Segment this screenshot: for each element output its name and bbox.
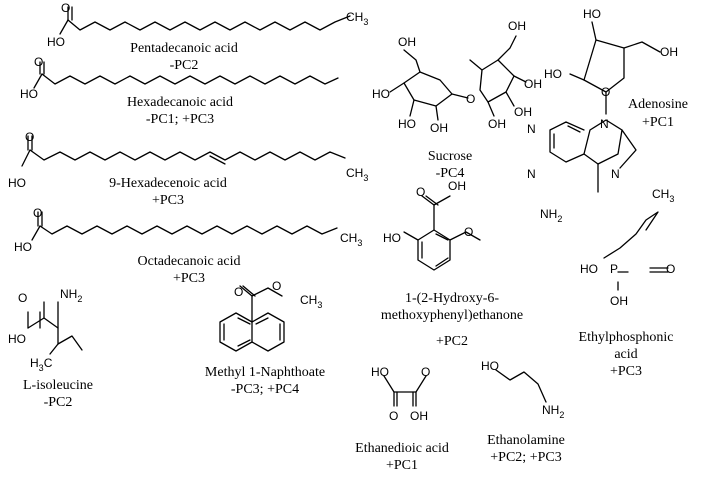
atom-n: N bbox=[527, 122, 536, 136]
atom-oh: OH bbox=[524, 77, 542, 91]
atom-h3c: H3C bbox=[30, 356, 53, 373]
ethylphosphonic-acid-name-line2: acid bbox=[614, 347, 637, 362]
ethanone-pc: +PC2 bbox=[436, 334, 468, 349]
methyl-naphthoate-pc: -PC3; +PC4 bbox=[231, 382, 299, 397]
atom-ho: HO bbox=[580, 262, 598, 276]
atom-ho: HO bbox=[371, 365, 389, 379]
ethanone-name-line2: methoxyphenyl)ethanone bbox=[381, 308, 523, 323]
atom-o: O bbox=[666, 262, 675, 276]
octadecanoic-acid-pc: +PC3 bbox=[173, 271, 205, 286]
ethanedioic-acid-name: Ethanedioic acid bbox=[355, 441, 449, 456]
atom-n: N bbox=[527, 167, 536, 181]
atom-o: O bbox=[416, 185, 425, 199]
atom-ho: HO bbox=[372, 87, 390, 101]
atom-oh: OH bbox=[610, 294, 628, 308]
atom-ho: HO bbox=[47, 35, 65, 49]
atom-ho: HO bbox=[383, 231, 401, 245]
ethanolamine-structure: HO NH2 bbox=[481, 359, 564, 420]
sucrose-pc: -PC4 bbox=[436, 166, 465, 181]
atom-o: O bbox=[25, 130, 34, 144]
atom-ho: HO bbox=[583, 7, 601, 21]
adenosine-structure: HO OH HO O N N N N NH2 bbox=[527, 7, 678, 224]
atom-oh: OH bbox=[410, 409, 428, 423]
atom-n: N bbox=[611, 167, 620, 181]
pentadecanoic-acid-pc: -PC2 bbox=[170, 58, 199, 73]
atom-oh: OH bbox=[660, 45, 678, 59]
atom-oh: OH bbox=[398, 35, 416, 49]
adenosine-name: Adenosine bbox=[628, 97, 688, 112]
atom-ho: HO bbox=[481, 359, 499, 373]
hexadecanoic-acid-name: Hexadecanoic acid bbox=[127, 95, 233, 110]
atom-o: O bbox=[34, 55, 43, 69]
atom-o: O bbox=[33, 206, 42, 220]
ethanone-name-line1: 1-(2-Hydroxy-6- bbox=[405, 291, 499, 306]
ethylphosphonic-acid-structure: HO P O OH CH3 bbox=[580, 187, 675, 308]
atom-ch3: CH3 bbox=[652, 187, 674, 204]
atom-ho: HO bbox=[20, 87, 38, 101]
atom-o: O bbox=[61, 1, 70, 15]
atom-p: P bbox=[610, 262, 618, 276]
atom-o: O bbox=[389, 409, 398, 423]
ethanedioic-acid-pc: +PC1 bbox=[386, 458, 418, 473]
atom-o: O bbox=[601, 85, 610, 99]
atom-o: O bbox=[18, 291, 27, 305]
atom-o: O bbox=[272, 279, 281, 293]
atom-ch3: CH3 bbox=[346, 166, 368, 183]
atom-ch3: CH3 bbox=[346, 10, 368, 27]
atom-ho: HO bbox=[14, 240, 32, 254]
atom-oh: OH bbox=[488, 117, 506, 131]
atom-n: N bbox=[600, 117, 609, 131]
atom-o: O bbox=[464, 225, 473, 239]
atom-ho: HO bbox=[544, 67, 562, 81]
atom-o: O bbox=[421, 365, 430, 379]
atom-nh2: NH2 bbox=[540, 207, 562, 224]
ethylphosphonic-acid-name-line1: Ethylphosphonic bbox=[579, 330, 674, 345]
hexadecenoic-acid-name: 9-Hexadecenoic acid bbox=[109, 176, 227, 191]
methyl-naphthoate-structure: O O CH3 bbox=[219, 279, 322, 352]
isoleucine-name: L-isoleucine bbox=[23, 378, 93, 393]
ethylphosphonic-acid-pc: +PC3 bbox=[610, 364, 642, 379]
hexadecenoic-acid-pc: +PC3 bbox=[152, 193, 184, 208]
hexadecanoic-acid-pc: -PC1; +PC3 bbox=[146, 112, 214, 127]
atom-oh: OH bbox=[430, 121, 448, 135]
atom-oh: OH bbox=[508, 19, 526, 33]
pentadecanoic-acid-structure: O HO CH3 bbox=[47, 1, 368, 49]
sucrose-structure: OH HO HO OH O OH OH OH OH bbox=[372, 19, 542, 135]
atom-ho: HO bbox=[8, 176, 26, 190]
atom-ch3: CH3 bbox=[340, 231, 362, 248]
atom-ho: HO bbox=[398, 117, 416, 131]
atom-ch3: CH3 bbox=[300, 293, 322, 310]
isoleucine-pc: -PC2 bbox=[44, 395, 73, 410]
sucrose-name: Sucrose bbox=[428, 149, 472, 164]
atom-ho: HO bbox=[8, 332, 26, 346]
ethanolamine-name: Ethanolamine bbox=[487, 433, 565, 448]
atom-oh: OH bbox=[514, 105, 532, 119]
ethanedioic-acid-structure: HO O O OH bbox=[371, 365, 430, 423]
atom-o: O bbox=[466, 92, 475, 106]
octadecanoic-acid-name: Octadecanoic acid bbox=[138, 254, 241, 269]
ethanolamine-pc: +PC2; +PC3 bbox=[490, 450, 561, 465]
atom-o: O bbox=[234, 285, 243, 299]
atom-nh2: NH2 bbox=[60, 287, 82, 304]
methyl-naphthoate-name: Methyl 1-Naphthoate bbox=[205, 365, 325, 380]
hydroxy-methoxyphenyl-ethanone-structure: O OH HO O bbox=[383, 179, 481, 271]
atom-oh: OH bbox=[448, 179, 466, 193]
octadecanoic-acid-structure: O HO CH3 bbox=[14, 206, 362, 254]
isoleucine-structure: O HO NH2 H3C bbox=[8, 287, 83, 373]
atom-nh2: NH2 bbox=[542, 403, 564, 420]
pentadecanoic-acid-name: Pentadecanoic acid bbox=[130, 41, 238, 56]
adenosine-pc: +PC1 bbox=[642, 115, 674, 130]
hexadecenoic-acid-structure: O HO CH3 bbox=[8, 130, 368, 190]
hexadecanoic-acid-structure: O HO bbox=[20, 55, 339, 101]
